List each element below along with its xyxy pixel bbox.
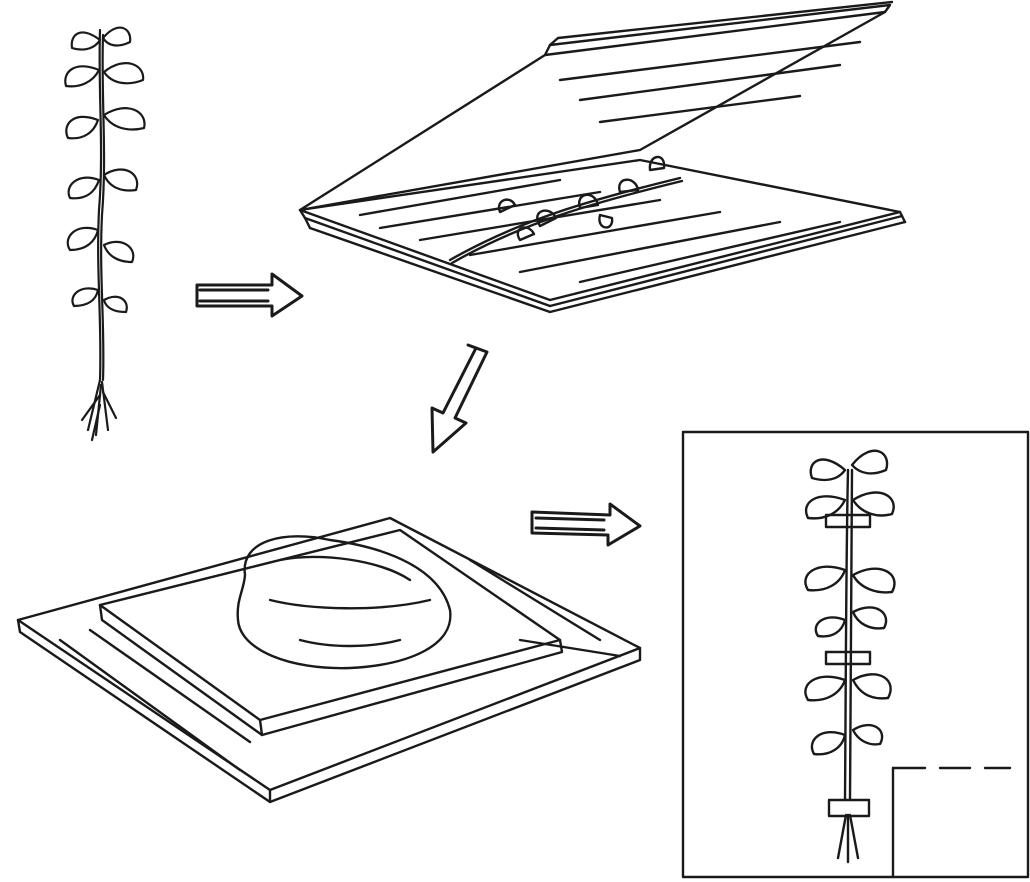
arrow-book-to-press xyxy=(432,345,487,452)
arrow-press-to-sheet xyxy=(532,504,640,545)
press-stone-icon xyxy=(18,518,640,802)
herbarium-sheet-icon xyxy=(683,432,1028,877)
arrow-plant-to-book xyxy=(197,274,302,316)
fresh-plant-icon xyxy=(65,28,144,440)
open-book-icon xyxy=(300,2,905,312)
